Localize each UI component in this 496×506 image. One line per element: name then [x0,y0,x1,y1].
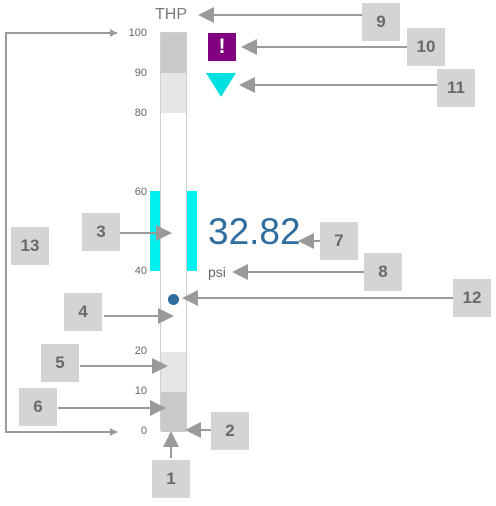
callout-9: 9 [362,3,400,41]
high-limit-band [161,73,186,113]
unit-label: psi [208,264,226,280]
high-high-limit-band [161,33,186,73]
tick-label-80: 80 [134,107,147,119]
callout-13: 13 [11,227,49,265]
current-value: 32.82 [208,211,301,252]
tick-label-40: 40 [134,265,147,277]
tick-label-90: 90 [134,67,147,79]
callout-12: 12 [453,279,491,317]
arrow-13 [5,32,117,433]
callout-3: 3 [82,213,120,251]
alarm-icon: ! [208,33,236,61]
callout-6: 6 [19,388,57,426]
tick-label-60: 60 [134,186,147,198]
setpoint-triangle-icon [206,73,236,97]
tick-label-100: 100 [128,27,147,39]
gauge-title: THP [155,6,187,23]
current-value-marker [168,294,179,305]
target-range-bar-right [187,191,197,271]
callout-1: 1 [152,460,190,498]
callout-7: 7 [320,222,358,260]
tick-label-20: 20 [134,345,147,357]
callout-8: 8 [364,253,402,291]
callout-2: 2 [211,412,249,450]
callout-11: 11 [437,69,475,107]
callout-10: 10 [407,28,445,66]
target-range-bar-left [150,191,160,271]
callout-5: 5 [41,344,79,382]
tick-label-0: 0 [140,425,147,437]
tick-label-10: 10 [134,385,147,397]
callout-4: 4 [64,293,102,331]
